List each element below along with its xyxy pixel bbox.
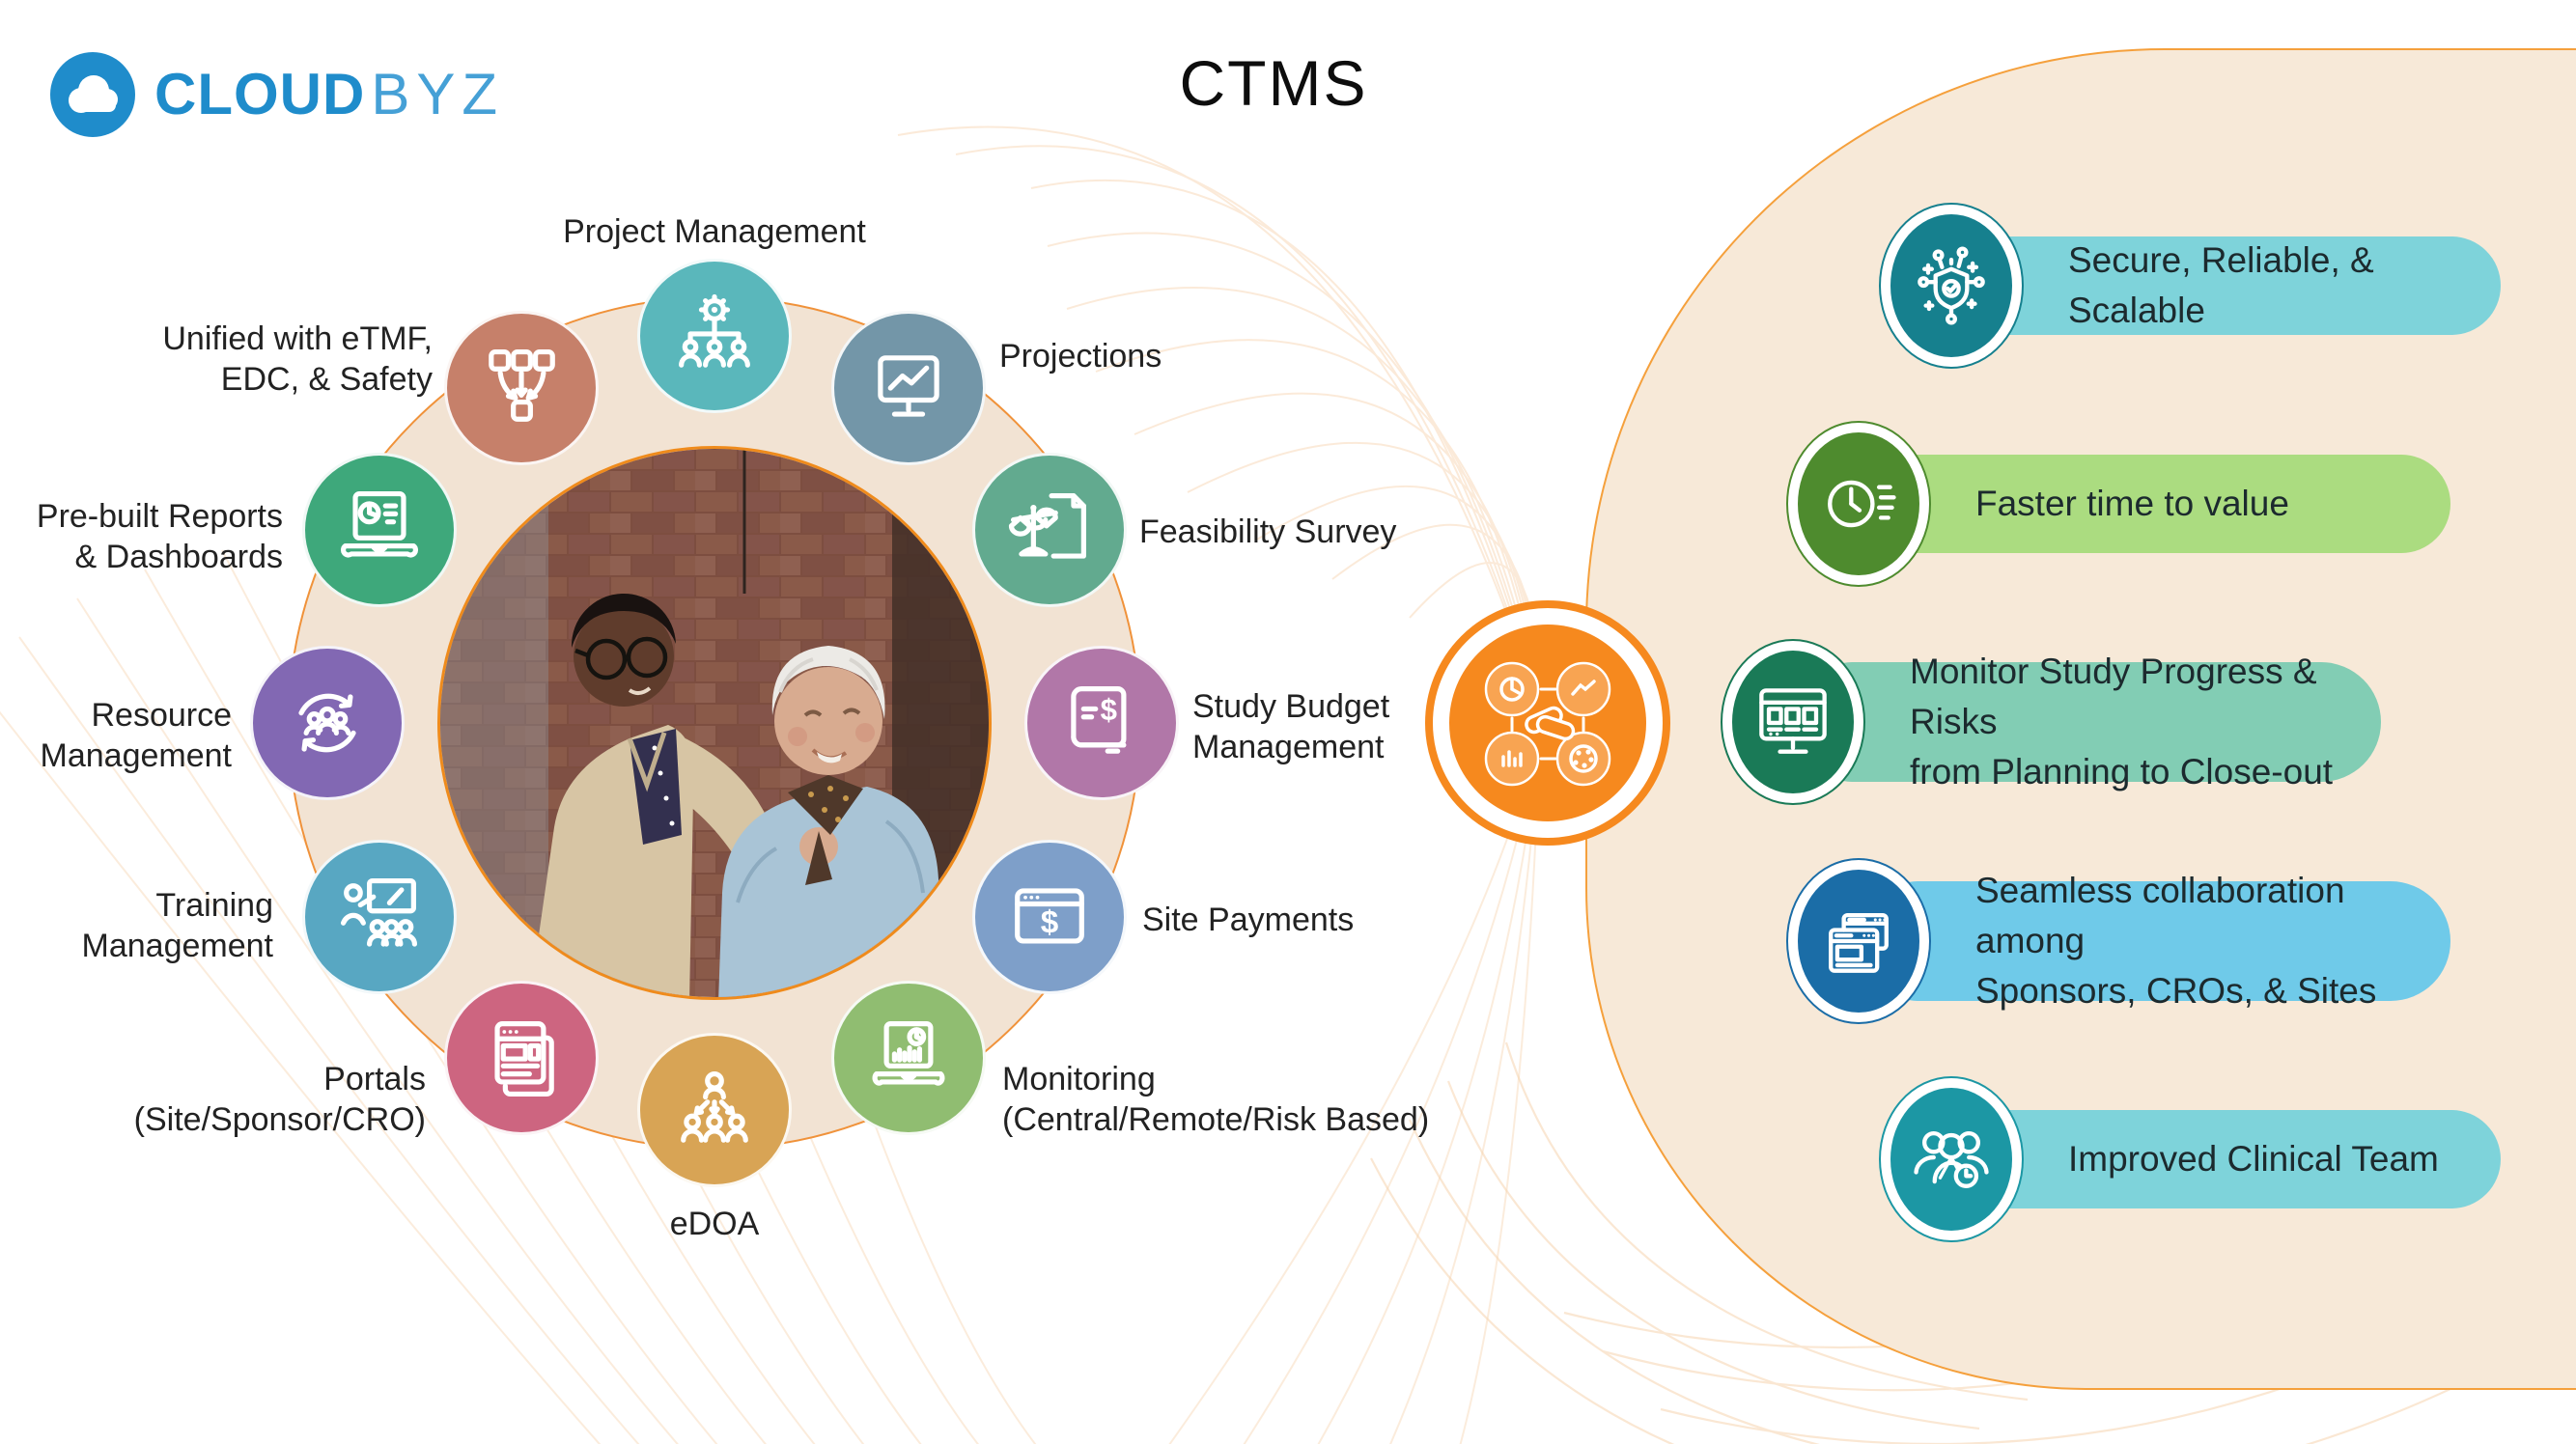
logo-text-bold: CLOUD	[154, 62, 366, 126]
wheel-item-portals	[444, 981, 599, 1135]
team-clock-icon	[1890, 1088, 2012, 1231]
delegation-icon	[681, 1070, 748, 1143]
benefit-label: Improved Clinical Team	[2068, 1139, 2439, 1180]
windows-stack-icon	[1798, 870, 1919, 1013]
benefit-badge-collaboration	[1786, 858, 1931, 1024]
analytics-hub-icon	[1425, 600, 1670, 846]
benefit-badge-clinical-team	[1879, 1076, 2024, 1242]
wheel-item-monitoring	[831, 981, 986, 1135]
benefit-badge-faster-value	[1786, 421, 1931, 587]
wheel-label-study-budget: Study Budget Management	[1192, 688, 1390, 766]
clock-speed-icon	[1798, 432, 1919, 575]
dashboard-monitor-icon	[1732, 651, 1854, 793]
benefit-pill-secure: Secure, Reliable, & Scalable	[1968, 236, 2501, 335]
page-title: CTMS	[1179, 47, 1368, 119]
benefit-badge-secure	[1879, 203, 2024, 369]
wheel-label-site-payments: Site Payments	[1142, 902, 1355, 938]
svg-text:$: $	[1101, 693, 1117, 727]
cloud-icon	[50, 52, 135, 137]
wheel-label-training: Training Management	[81, 887, 273, 965]
wheel-label-resource: Resource Management	[40, 697, 232, 775]
laptop-report-icon	[341, 490, 418, 558]
wheel-item-projections	[831, 311, 986, 465]
wheel-label-unified-etmf: Unified with eTMF, EDC, & Safety	[162, 320, 433, 399]
benefit-pill-clinical-team: Improved Clinical Team	[1968, 1110, 2501, 1208]
portal-pages-icon	[494, 1021, 554, 1097]
wheel-label-monitoring: Monitoring (Central/Remote/Risk Based)	[1002, 1061, 1430, 1139]
wheel-label-edoa: eDOA	[669, 1206, 760, 1242]
budget-book-icon: $	[1071, 686, 1127, 754]
wheel-item-study-budget: $	[1024, 646, 1179, 800]
wheel-label-portals: Portals (Site/Sponsor/CRO)	[133, 1061, 426, 1139]
logo-text-light: BYZ	[371, 62, 505, 126]
laptop-charts-icon	[872, 1021, 945, 1086]
benefit-badge-monitor-progress	[1721, 639, 1865, 805]
org-gear-icon	[679, 293, 750, 368]
benefit-pill-faster-value: Faster time to value	[1875, 455, 2450, 553]
wheel-item-edoa	[637, 1033, 792, 1187]
svg-text:$: $	[1041, 905, 1059, 941]
benefit-pill-monitor-progress: Monitor Study Progress & Risks from Plan…	[1809, 652, 2381, 791]
wheel-label-feasibility-survey: Feasibility Survey	[1139, 514, 1397, 550]
benefit-label: Monitor Study Progress & Risks from Plan…	[1910, 652, 2334, 791]
merge-flow-icon	[489, 348, 555, 422]
wheel-item-training	[302, 840, 457, 994]
wheel-item-site-payments: $	[972, 840, 1127, 994]
shield-network-icon	[1890, 214, 2012, 357]
benefit-label: Secure, Reliable, & Scalable	[2068, 240, 2374, 330]
benefit-label: Seamless collaboration among Sponsors, C…	[1975, 871, 2377, 1011]
wheel-item-resource	[250, 646, 405, 800]
benefit-pill-collaboration: Seamless collaboration among Sponsors, C…	[1875, 871, 2450, 1011]
wheel-label-prebuilt-reports: Pre-built Reports & Dashboards	[36, 498, 283, 576]
wheel-item-feasibility-survey	[972, 453, 1127, 607]
people-cycle-icon	[298, 693, 356, 753]
payment-window-icon: $	[1015, 888, 1084, 944]
analytics-hub	[1417, 593, 1678, 853]
wheel-item-unified-etmf	[444, 311, 599, 465]
wheel-label-projections: Projections	[999, 338, 1162, 375]
wheel-item-prebuilt-reports	[302, 453, 457, 607]
team-photo	[437, 446, 992, 1000]
wheel-label-project-management: Project Management	[563, 213, 866, 250]
wheel-item-project-management	[637, 259, 792, 413]
trainer-board-icon	[340, 877, 417, 947]
scale-document-icon	[1008, 493, 1086, 559]
monitor-trend-icon	[878, 355, 939, 417]
benefit-label: Faster time to value	[1975, 484, 2289, 524]
